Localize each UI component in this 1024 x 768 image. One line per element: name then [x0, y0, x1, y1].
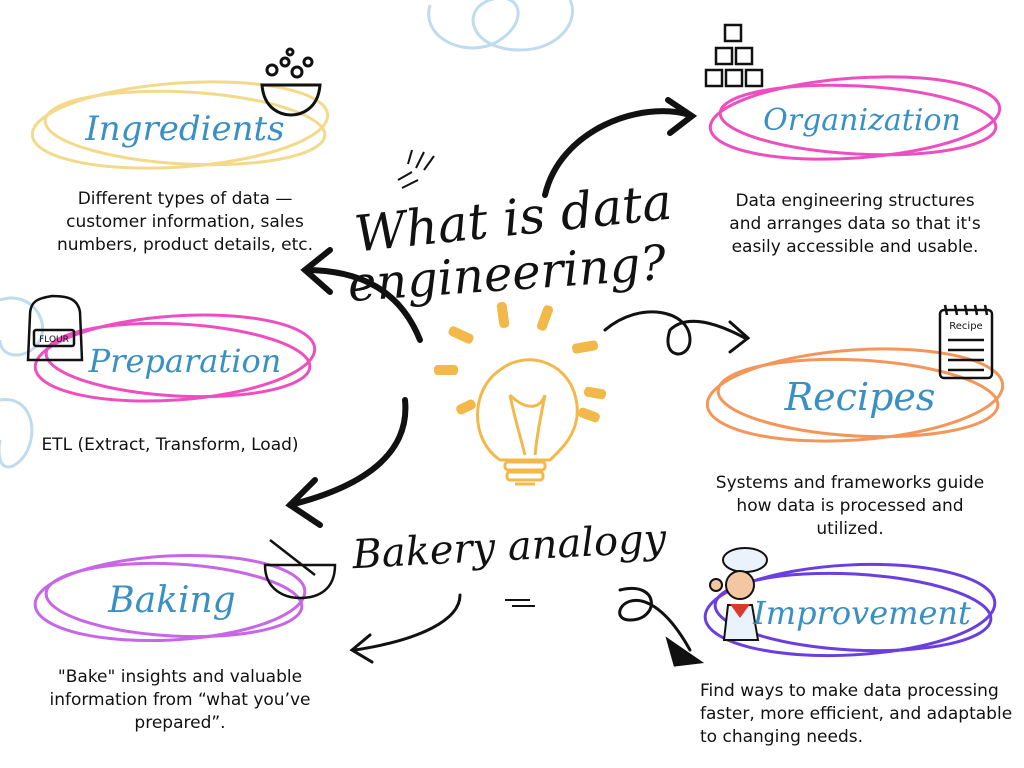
arrow-organization-head [665, 97, 698, 136]
subtitle-bakery-analogy: Bakery analogy [350, 516, 668, 579]
arrow-improvement [618, 586, 692, 652]
svg-text:Recipe: Recipe [949, 321, 982, 332]
mixing-bowl-icon [263, 539, 337, 600]
decorative-swirls [0, 0, 574, 469]
arrow-bakery-to-baking [353, 593, 462, 652]
thin-arrows [349, 310, 751, 667]
arrow-ingredients [302, 267, 423, 343]
ring-preparation [33, 313, 317, 403]
label-baking: Baking [107, 580, 235, 621]
label-organization: Organization [763, 103, 961, 138]
label-preparation: Preparation [88, 342, 282, 380]
ring-ingredients [30, 80, 330, 170]
label-recipes: Recipes [784, 375, 936, 419]
arrows [285, 97, 698, 528]
arrow-ingredients-head [300, 247, 333, 295]
sparkle-lines [397, 149, 535, 607]
label-ingredients: Ingredients [84, 109, 284, 149]
ring-organization [708, 75, 1002, 161]
boxes-icon [704, 23, 764, 88]
recipe-card-icon [938, 304, 994, 380]
chef-icon [709, 547, 768, 641]
desc-baking: "Bake" insights and valuable information… [49, 667, 311, 733]
arrow-baking-head [285, 477, 323, 528]
arrow-baking [287, 397, 409, 508]
label-improvement: Improvement [752, 594, 971, 632]
ring-improvement [703, 562, 997, 658]
desc-ingredients: Different types of data — customer infor… [56, 189, 314, 255]
ring-recipes [705, 347, 1005, 443]
desc-recipes: Systems and frameworks guide how data is… [715, 473, 985, 539]
flour-sack-icon [26, 294, 84, 362]
bowl-icon [260, 47, 322, 117]
desc-improvement: Find ways to make data processing faster… [700, 681, 1013, 747]
svg-text:FLOUR: FLOUR [39, 335, 69, 345]
arrow-recipes [603, 310, 747, 356]
desc-organization: Data engineering structures and arranges… [729, 191, 981, 257]
desc-preparation: ETL (Extract, Transform, Load) [41, 435, 299, 455]
ring-baking [33, 553, 307, 643]
arrow-organization [542, 108, 693, 198]
lightbulb-rays [434, 301, 607, 423]
lightbulb-icon [476, 358, 579, 486]
